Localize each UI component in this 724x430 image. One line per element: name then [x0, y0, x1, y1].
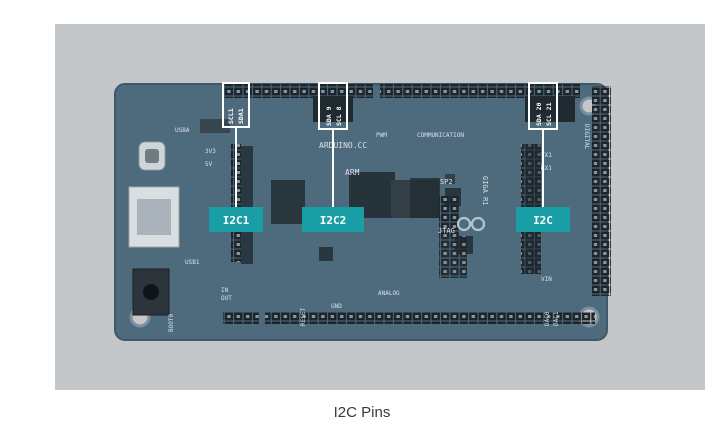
silk-pwm: PWM — [376, 132, 387, 139]
label-box-i2c — [516, 207, 570, 232]
silk-digital: DIGITAL — [583, 124, 590, 150]
top-header-left — [223, 84, 373, 98]
label-i2c: I2C — [533, 214, 553, 227]
silk-reset: RESET — [300, 308, 307, 326]
bottom-header — [265, 312, 595, 324]
silk-vin: VIN — [541, 276, 552, 283]
label-box-i2c2 — [302, 207, 364, 232]
figure-caption: I2C Pins — [333, 404, 391, 421]
silk-usba: USBA — [175, 127, 190, 134]
silk-jtag: JTAG — [438, 227, 455, 235]
silk-boot0: BOOT0 — [168, 314, 175, 332]
pin-scl8: SCL 8 — [335, 106, 343, 126]
silk-dac1: DAC1 — [553, 311, 560, 326]
wifi-module — [271, 180, 305, 224]
silk-in: IN — [221, 287, 229, 294]
silk-usb1: USB1 — [185, 259, 200, 266]
pin-scl21: SCL 21 — [545, 102, 553, 126]
silk-giga: GIGA R1 — [481, 176, 489, 206]
giga-board-diagram: ARDUINO.CC ARM SP2 JTAG GIGA R1 PWM COMM… — [114, 82, 611, 341]
silk-arm: ARM — [345, 168, 360, 177]
silk-5v: 5V — [205, 161, 213, 168]
silk-out: OUT — [221, 295, 232, 302]
silk-analog: ANALOG — [378, 290, 400, 297]
silk-gnd: GND — [331, 303, 342, 310]
pin-sda9: SDA 9 — [325, 106, 333, 126]
label-box-i2c1 — [209, 207, 263, 232]
pin-sda20: SDA 20 — [535, 102, 543, 126]
label-i2c1: I2C1 — [223, 214, 250, 227]
pin-scl1: SCL1 — [227, 108, 235, 124]
silk-arduino-cc: ARDUINO.CC — [319, 141, 367, 150]
silk-tx1: TX1 — [541, 152, 552, 159]
label-i2c2: I2C2 — [320, 214, 347, 227]
top-header-right — [380, 84, 580, 98]
silk-dac0: DAC0 — [544, 311, 551, 326]
board-figure: ARDUINO.CC ARM SP2 JTAG GIGA R1 PWM COMM… — [55, 24, 705, 390]
silk-communication: COMMUNICATION — [417, 132, 464, 139]
silk-sp2: SP2 — [440, 178, 453, 186]
right-header — [592, 86, 611, 296]
silk-rx1: RX1 — [541, 165, 552, 172]
pin-sda1: SDA1 — [237, 108, 245, 124]
silk-3v3: 3V3 — [205, 148, 216, 155]
